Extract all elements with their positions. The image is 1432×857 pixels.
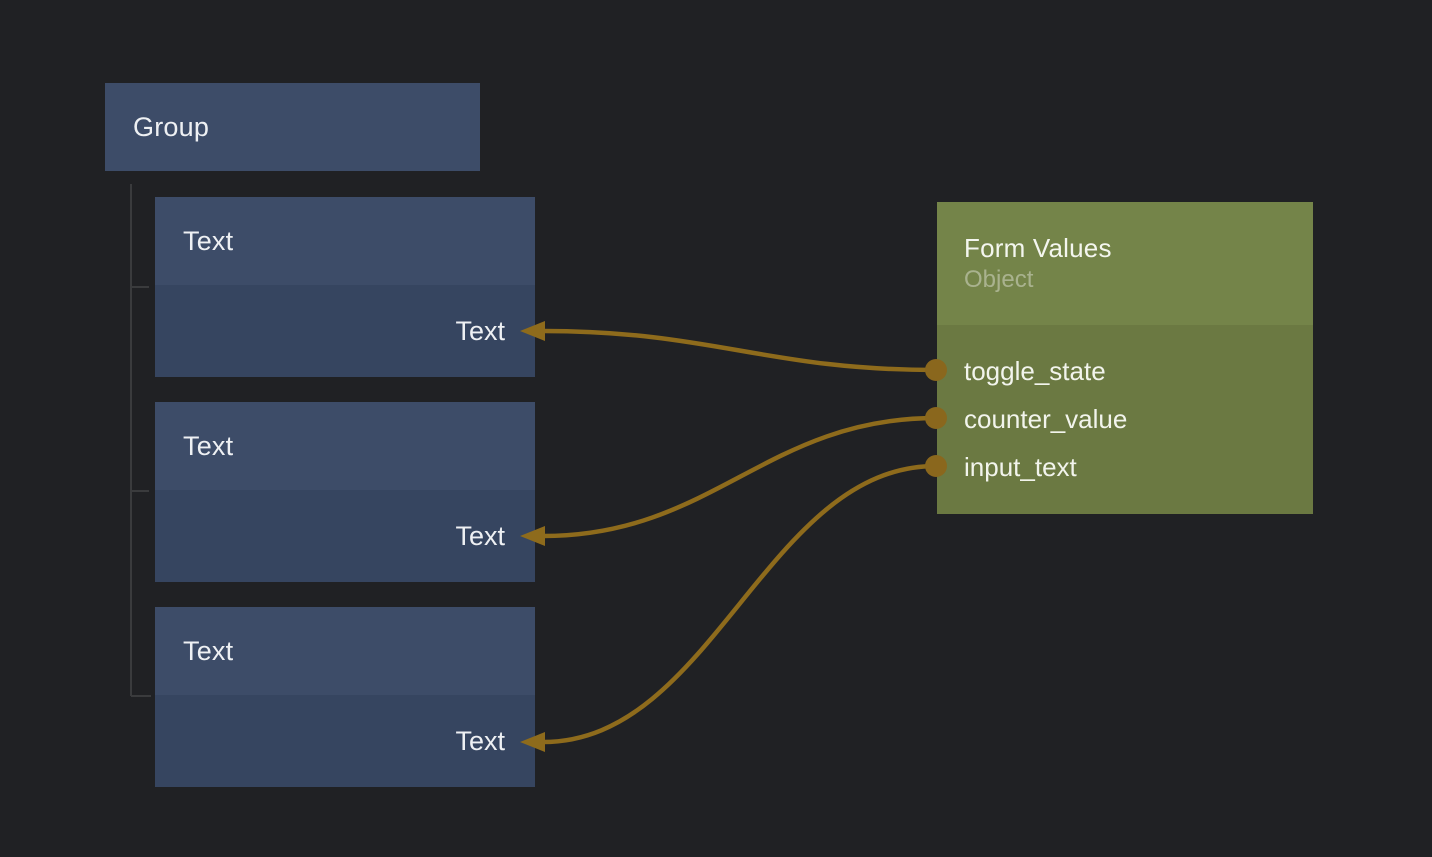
text-node-3-body: Text [155,695,535,787]
wire-counter-value-to-text-2[interactable] [542,415,937,539]
text-node-3[interactable]: Text Text [155,607,535,787]
output-row-toggle-state: toggle_state [937,347,1313,395]
text-node-2-body: Text [155,490,535,582]
text-node-3-title: Text [183,635,234,666]
group-node[interactable]: Group [105,83,480,171]
text-node-2-input-label: Text [455,520,505,551]
text-node-2-title: Text [183,430,234,461]
form-values-node-header: Form Values Object [937,202,1313,325]
group-node-title: Group [133,111,210,142]
output-row-counter-value: counter_value [937,395,1313,443]
form-values-node-title: Form Values [964,232,1112,263]
wire-toggle-state-to-text-1[interactable] [542,328,937,373]
text-node-1-header: Text [155,197,535,285]
output-label-toggle-state: toggle_state [964,355,1106,386]
output-label-counter-value: counter_value [964,403,1128,434]
form-values-node-body: toggle_state counter_value input_text [937,325,1313,491]
form-values-node-subtitle: Object [964,266,1034,294]
text-node-1-body: Text [155,285,535,377]
output-label-input-text: input_text [964,451,1077,482]
text-node-3-input-label: Text [455,725,505,756]
wire-input-text-to-text-3[interactable] [542,463,937,745]
output-row-input-text: input_text [937,443,1313,491]
text-node-3-header: Text [155,607,535,695]
text-node-1-input-label: Text [455,315,505,346]
text-node-1-title: Text [183,225,234,256]
text-node-2-header: Text [155,402,535,490]
form-values-node[interactable]: Form Values Object toggle_state counter_… [937,202,1313,514]
group-node-header: Group [105,83,480,171]
text-node-1[interactable]: Text Text [155,197,535,377]
text-node-2[interactable]: Text Text [155,402,535,582]
